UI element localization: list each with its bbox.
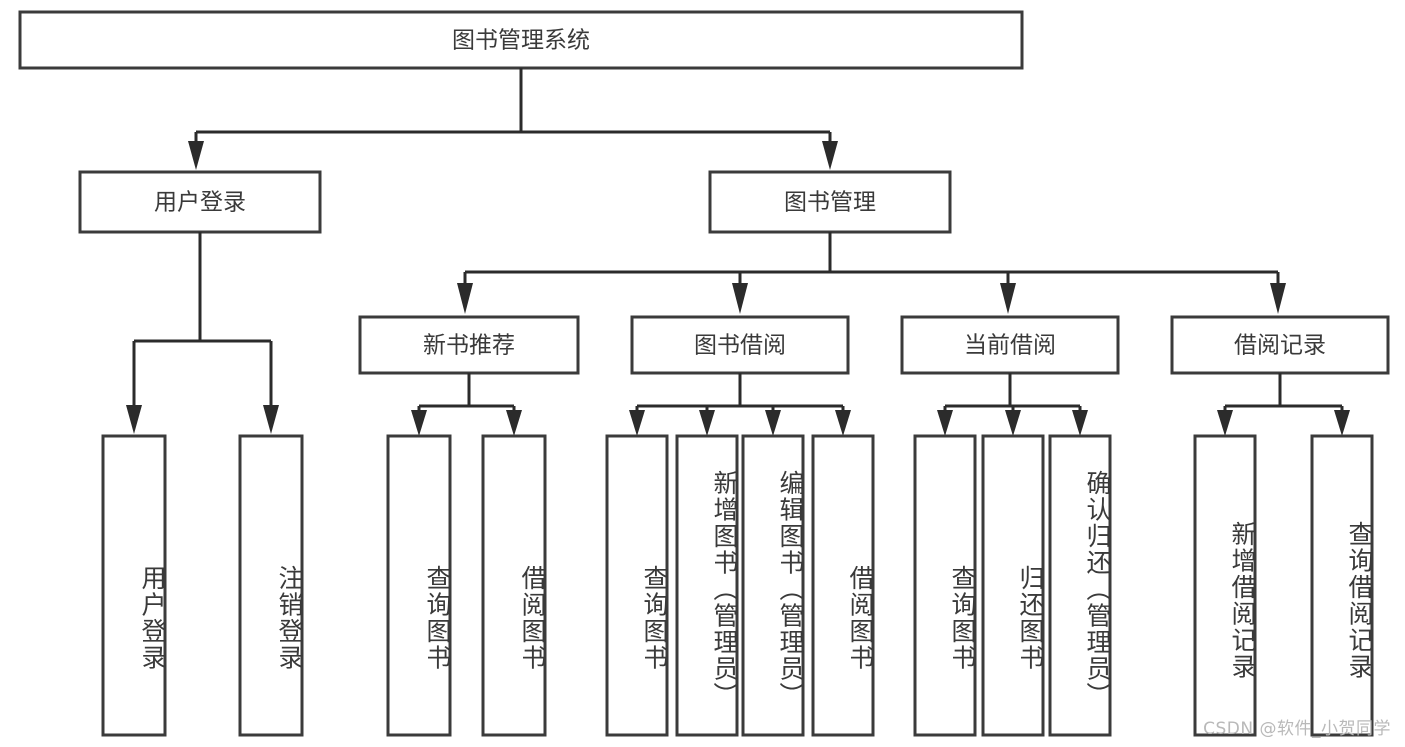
leaf-box-book-borrow-2[interactable]: [675, 434, 739, 737]
node-new-book-recommend-label: 新书推荐: [423, 333, 515, 359]
leaf-box-current-borrow-1[interactable]: [913, 434, 977, 737]
node-new-book-recommend-box[interactable]: [358, 315, 580, 375]
leaf-box-book-borrow-3[interactable]: [741, 434, 805, 737]
leaf-box-new-book-1[interactable]: [386, 434, 452, 737]
node-book-borrow-label: 图书借阅: [694, 333, 786, 359]
leaf-box-book-borrow-1[interactable]: [605, 434, 669, 737]
arrow-root-to-book-icon: [822, 141, 838, 170]
node-borrow-record-box[interactable]: [1170, 315, 1390, 375]
node-current-borrow-label: 当前借阅: [964, 333, 1056, 359]
leaf-box-book-borrow-4[interactable]: [811, 434, 875, 737]
arrow-book-child-2-icon: [732, 283, 748, 314]
arrow-bookborrow-leaf-1-icon: [629, 410, 645, 436]
arrow-borrowrecord-leaf-1-icon: [1217, 410, 1233, 436]
arrow-root-to-user-icon: [188, 141, 204, 170]
arrow-bookborrow-leaf-4-icon: [835, 410, 851, 436]
arrow-newbook-leaf-1-icon: [411, 410, 427, 436]
node-user-login[interactable]: 用户登录: [78, 170, 322, 234]
node-book-manage-label: 图书管理: [784, 190, 876, 216]
leaf-box-current-borrow-3[interactable]: [1048, 434, 1112, 737]
arrow-currentborrow-leaf-1-icon: [937, 410, 953, 436]
node-book-manage[interactable]: 图书管理: [708, 170, 952, 234]
leaf-box-new-book-2[interactable]: [481, 434, 547, 737]
leaf-box-user-login-2[interactable]: [238, 434, 304, 737]
node-book-borrow[interactable]: 图书借阅: [630, 315, 850, 375]
node-user-login-label: 用户登录: [154, 190, 246, 216]
leaf-box-borrow-record-2[interactable]: [1310, 434, 1374, 737]
leaf-box-current-borrow-2[interactable]: [981, 434, 1045, 737]
leaf-box-user-login-1[interactable]: [101, 434, 167, 737]
arrow-user-leaf-2-icon: [263, 405, 279, 434]
arrow-book-child-3-icon: [1000, 283, 1016, 314]
leaf-box-borrow-record-1[interactable]: [1193, 434, 1257, 737]
arrow-bookborrow-leaf-2-icon: [699, 410, 715, 436]
arrow-currentborrow-leaf-3-icon: [1072, 410, 1088, 436]
arrow-newbook-leaf-2-icon: [506, 410, 522, 436]
arrow-currentborrow-leaf-2-icon: [1005, 410, 1021, 436]
arrow-borrowrecord-leaf-2-icon: [1334, 410, 1350, 436]
node-borrow-record-label: 借阅记录: [1234, 333, 1326, 359]
node-current-borrow-box[interactable]: [900, 315, 1120, 375]
arrow-book-child-4-icon: [1270, 283, 1286, 314]
node-new-book-recommend[interactable]: 新书推荐: [358, 315, 580, 375]
arrow-bookborrow-leaf-3-icon: [765, 410, 781, 436]
arrow-book-child-1-icon: [457, 283, 473, 314]
arrow-user-leaf-1-icon: [126, 405, 142, 434]
node-root[interactable]: 图书管理系统: [18, 10, 1024, 70]
node-current-borrow[interactable]: 当前借阅: [900, 315, 1120, 375]
node-root-label: 图书管理系统: [452, 28, 590, 54]
node-borrow-record[interactable]: 借阅记录: [1170, 315, 1390, 375]
node-book-borrow-box[interactable]: [630, 315, 850, 375]
node-root-box[interactable]: [18, 10, 1024, 70]
node-book-manage-box[interactable]: [708, 170, 952, 234]
csdn-watermark: CSDN @软件_小贺同学: [1203, 719, 1391, 739]
